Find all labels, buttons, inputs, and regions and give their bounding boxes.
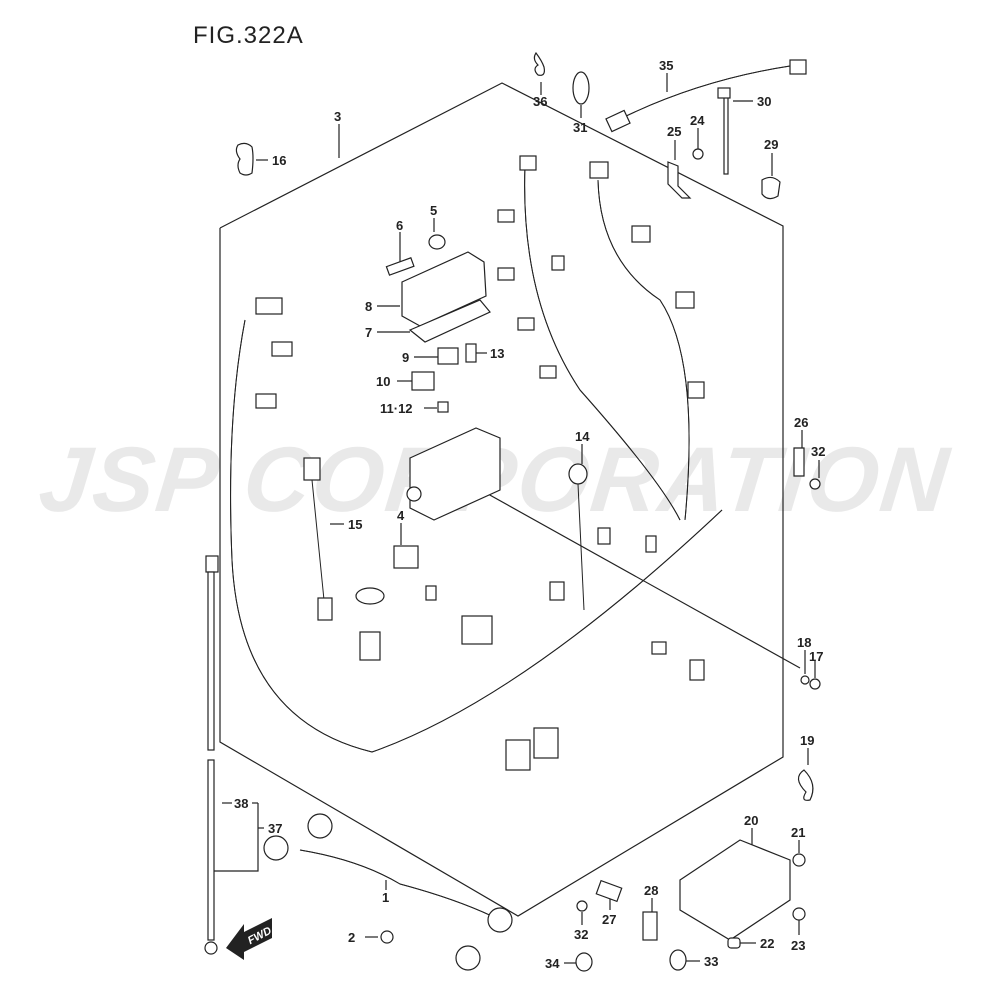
callout-17: 17 — [809, 649, 823, 664]
callout-6: 6 — [396, 218, 403, 233]
callout-27: 27 — [602, 912, 616, 927]
fwd-arrow — [226, 918, 272, 960]
part-6-clip — [385, 257, 415, 276]
callout-26: 26 — [794, 415, 808, 430]
part-4-ring — [355, 587, 385, 605]
callout-2: 2 — [348, 930, 355, 945]
callout-35: 35 — [659, 58, 673, 73]
part-35-connector-a — [605, 109, 631, 133]
part-29-clamp — [761, 176, 781, 200]
part-16-cap — [235, 142, 254, 176]
part-9-relay — [437, 347, 459, 365]
callout-8: 8 — [365, 299, 372, 314]
part-15-connector-b — [317, 597, 333, 621]
part-2-nut — [380, 930, 394, 944]
part-26-bracket — [793, 447, 805, 477]
callout-14: 14 — [575, 429, 590, 444]
part-15-wire — [311, 479, 325, 601]
part-33-clamp — [669, 949, 687, 971]
callout-9: 9 — [402, 350, 409, 365]
callout-11-12: 11·12 — [380, 401, 413, 416]
callout-23: 23 — [791, 938, 805, 953]
callout-32-lower: 32 — [574, 927, 588, 942]
figure-title: FIG.322A — [193, 22, 304, 49]
part-22-spacer — [727, 937, 741, 949]
part-21-washer — [792, 853, 806, 867]
main-harness — [230, 155, 723, 771]
callout-22: 22 — [760, 936, 774, 951]
part-3-fuse-box-mount — [406, 486, 422, 502]
callout-15: 15 — [348, 517, 362, 532]
part-31-band — [572, 71, 590, 105]
part-27-plate — [595, 879, 623, 903]
part-24-bolt — [692, 148, 704, 160]
callout-30: 30 — [757, 94, 771, 109]
part-23-screw — [792, 907, 806, 921]
callout-34: 34 — [545, 956, 560, 971]
part-30-tie-head — [717, 87, 731, 99]
part-5-grommet — [428, 234, 446, 250]
callout-20: 20 — [744, 813, 758, 828]
part-10-relay — [411, 371, 435, 391]
assembly-outline-lower — [219, 228, 784, 917]
parts — [235, 51, 821, 972]
part-14-cap — [568, 463, 588, 485]
callout-29: 29 — [764, 137, 778, 152]
callout-5: 5 — [430, 203, 437, 218]
part-1-harness — [263, 813, 513, 971]
part-19-clip — [797, 769, 814, 801]
part-15-connector — [303, 457, 321, 481]
callout-36: 36 — [533, 94, 547, 109]
callout-16: 16 — [272, 153, 286, 168]
callout-labels: 3 16 36 31 35 30 25 24 29 6 5 8 7 9 13 1… — [234, 58, 825, 971]
callout-38: 38 — [234, 796, 248, 811]
part-30-tie — [723, 91, 729, 175]
callout-19: 19 — [800, 733, 814, 748]
callout-37: 37 — [268, 821, 282, 836]
part-4-relay — [393, 545, 419, 569]
callout-33: 33 — [704, 954, 718, 969]
part-3-fuse-box — [409, 427, 501, 521]
part-7-gasket — [408, 299, 491, 343]
callout-10: 10 — [376, 374, 390, 389]
callout-3: 3 — [334, 109, 341, 124]
callout-7: 7 — [365, 325, 372, 340]
part-32-bolt-a — [809, 478, 821, 490]
part-28-bracket — [642, 911, 658, 941]
callout-32-upper: 32 — [811, 444, 825, 459]
part-8-fuse-box-cover — [401, 251, 487, 327]
part-25-bracket — [667, 161, 692, 199]
part-36-clip — [533, 51, 545, 76]
part-32-bolt-b — [576, 900, 588, 912]
part-11-12-fuse — [437, 401, 449, 413]
part-35-connector-b — [789, 59, 807, 75]
callout-4: 4 — [397, 508, 405, 523]
callout-25: 25 — [667, 124, 681, 139]
callout-13: 13 — [490, 346, 504, 361]
part-37-battery-cable — [204, 555, 219, 955]
part-20-bracket — [679, 839, 791, 941]
callout-18: 18 — [797, 635, 811, 650]
callout-31: 31 — [573, 120, 587, 135]
part-34-clamp — [575, 952, 593, 972]
callout-28: 28 — [644, 883, 658, 898]
assembly-outline — [219, 82, 784, 638]
callout-21: 21 — [791, 825, 805, 840]
part-17-nut — [809, 678, 821, 690]
leader-lines — [212, 73, 820, 964]
callout-24: 24 — [690, 113, 705, 128]
part-13-fuse — [465, 343, 477, 363]
callout-1: 1 — [382, 890, 389, 905]
part-35-harness — [621, 65, 791, 119]
part-18-washer — [800, 675, 810, 685]
